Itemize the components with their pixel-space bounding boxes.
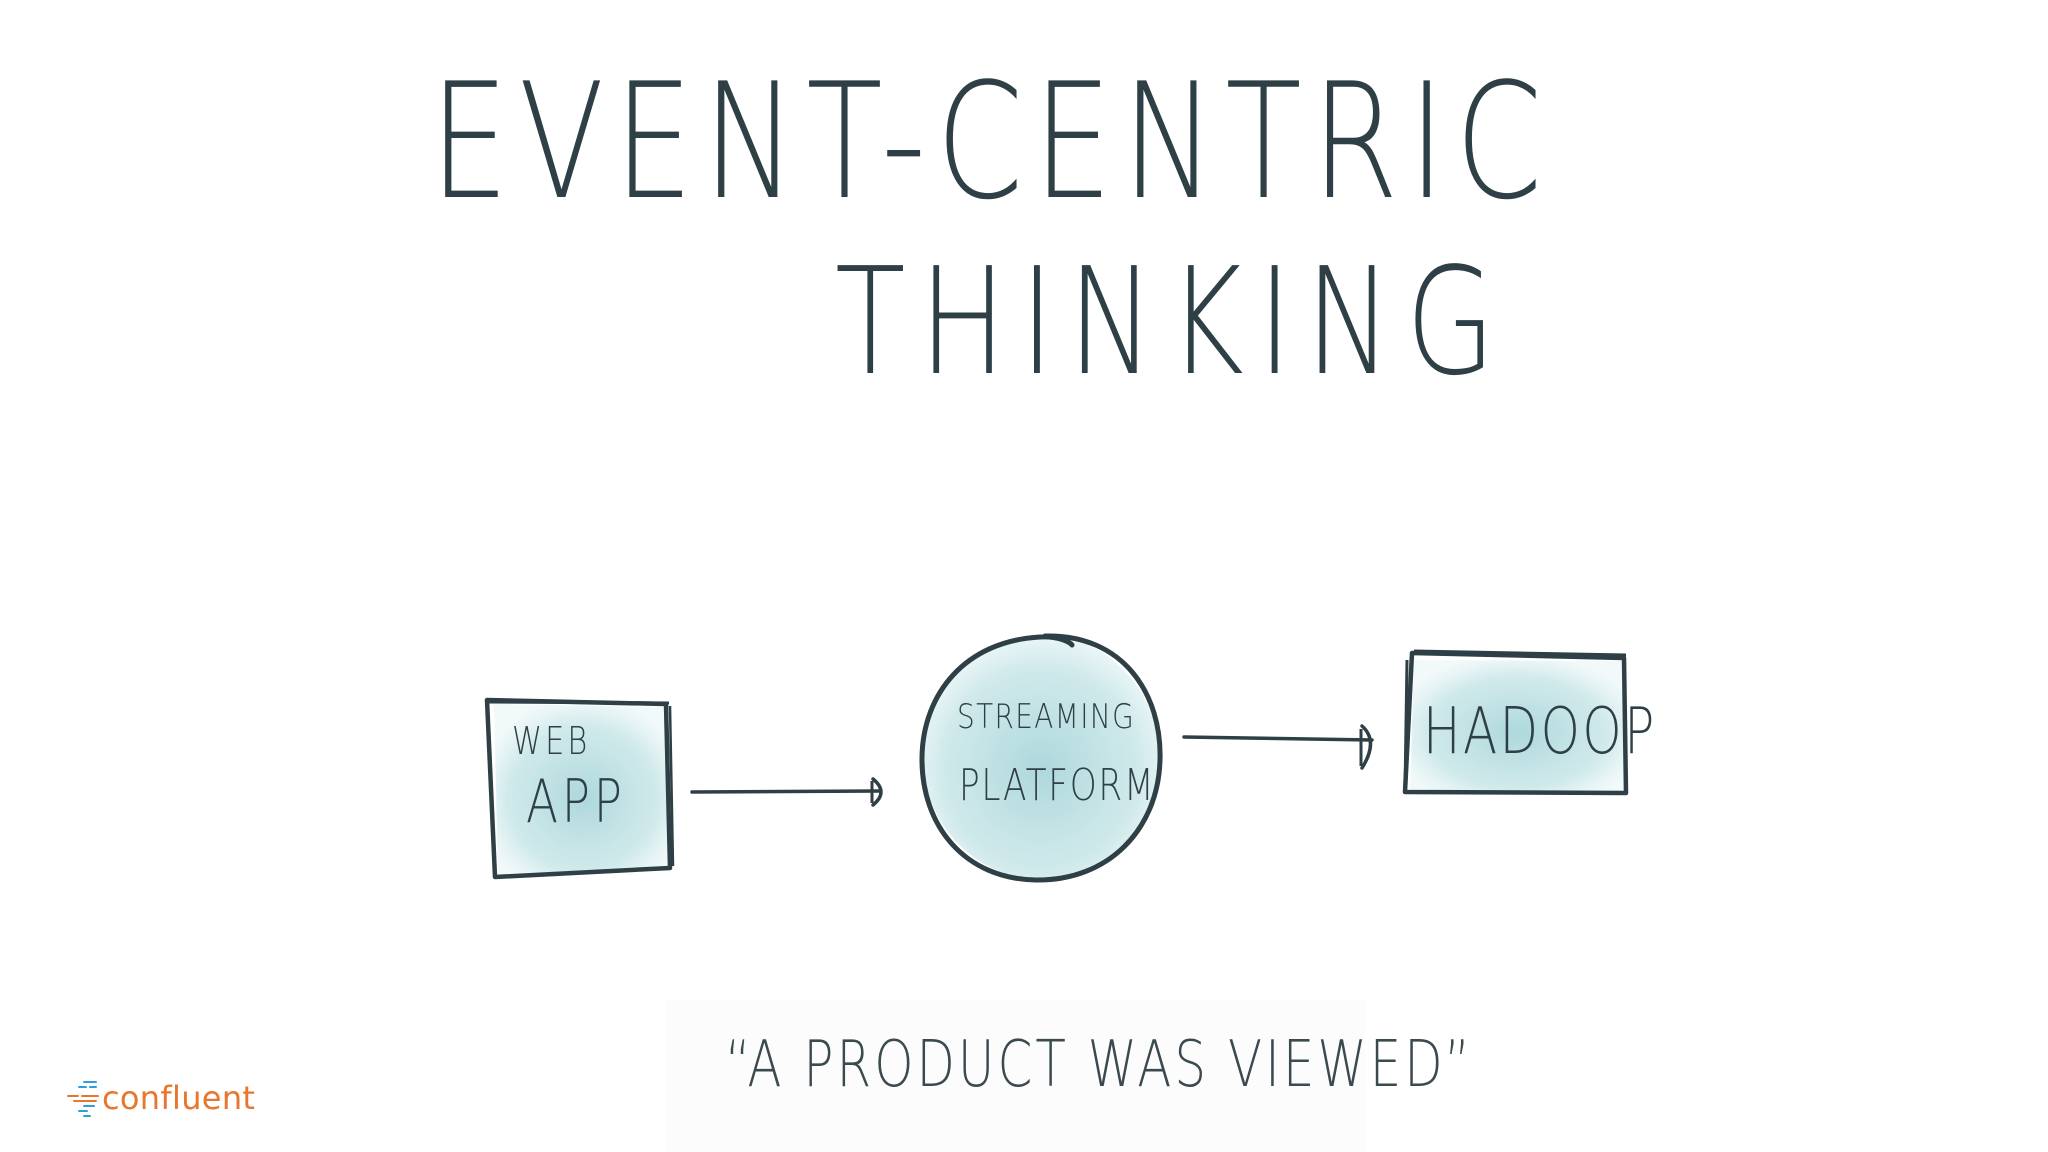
streaming-label-line2: PLATFORM	[959, 760, 1156, 811]
streaming-label-line1: STREAMING	[957, 697, 1136, 737]
streaming-platform-node	[919, 633, 1163, 883]
web-app-label-line2: APP	[526, 767, 626, 837]
arrow-webapp-to-streaming	[690, 777, 883, 807]
confluent-logo: confluent	[66, 1076, 255, 1120]
hadoop-node	[1402, 649, 1629, 796]
confluent-logo-text: confluent	[102, 1079, 256, 1117]
confluent-mark-icon	[67, 1081, 99, 1117]
title-line-2: THINKING	[835, 236, 1510, 408]
event-quote: “A PRODUCT WAS VIEWED”	[725, 1028, 1474, 1102]
web-app-node	[484, 697, 675, 880]
title-line-1: EVENT-CENTRIC	[430, 48, 1553, 235]
hadoop-label: HADOOP	[1423, 695, 1657, 769]
web-app-label-line1: WEB	[512, 719, 591, 763]
arrow-streaming-to-hadoop	[1182, 724, 1374, 770]
